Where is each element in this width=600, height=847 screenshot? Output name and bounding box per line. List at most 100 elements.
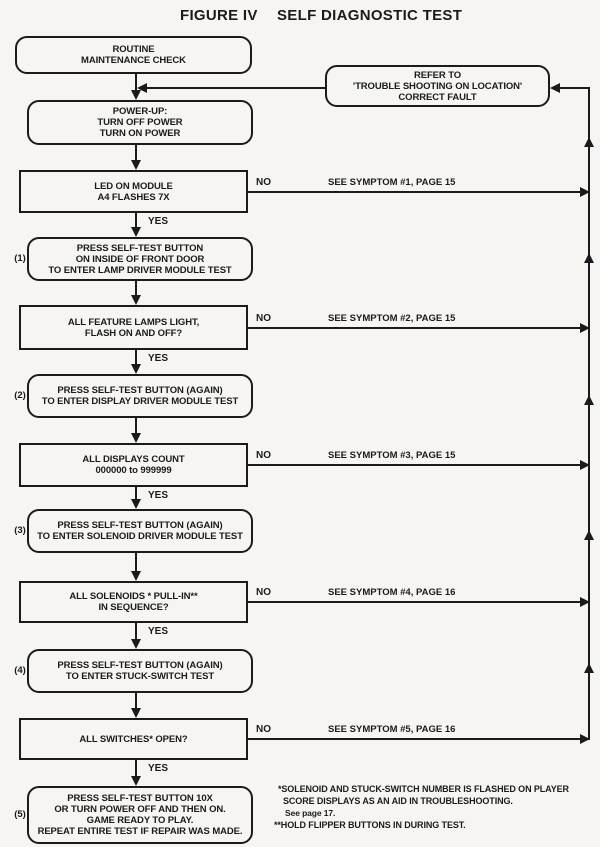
footnote-line: **HOLD FLIPPER BUTTONS IN DURING TEST. — [274, 820, 466, 830]
node-text-line: TO ENTER LAMP DRIVER MODULE TEST — [48, 264, 232, 276]
step-number-5: (5) — [14, 809, 26, 820]
no-branch-line — [248, 601, 580, 603]
node-text-line: PRESS SELF-TEST BUTTON (AGAIN) — [57, 660, 223, 671]
connector-line — [135, 145, 137, 161]
node-text-line: GAME READY TO PLAY. — [86, 815, 194, 826]
refer-feedback-line — [147, 87, 325, 89]
node-text-line: A4 FLASHES 7X — [97, 191, 170, 203]
arrowhead-up — [584, 395, 594, 405]
footnote-line: SCORE DISPLAYS AS AN AID IN TROUBLESHOOT… — [283, 796, 513, 806]
node-text-line: MAINTENANCE CHECK — [81, 55, 186, 66]
arrowhead-down — [131, 364, 141, 374]
connector-line — [135, 623, 137, 640]
node-text-line: TURN ON POWER — [99, 128, 181, 139]
no-label: NO — [256, 177, 271, 188]
node-text-line: ALL SWITCHES* OPEN? — [79, 733, 188, 745]
node-text-line: REFER TO — [413, 69, 462, 81]
node-text-line: ON INSIDE OF FRONT DOOR — [75, 253, 205, 265]
arrowhead-down — [131, 776, 141, 786]
node-lamps: ALL FEATURE LAMPS LIGHT,FLASH ON AND OFF… — [19, 305, 248, 350]
arrowhead-right — [580, 597, 590, 607]
arrowhead-down — [131, 639, 141, 649]
no-label: NO — [256, 587, 271, 598]
node-switches: ALL SWITCHES* OPEN? — [19, 718, 248, 760]
node-text-line: PRESS SELF-TEST BUTTON — [76, 242, 204, 254]
collector-rail — [588, 87, 590, 740]
node-solenoids: ALL SOLENOIDS * PULL-IN**IN SEQUENCE? — [19, 581, 248, 623]
node-text-line: PRESS SELF-TEST BUTTON (AGAIN) — [57, 520, 223, 531]
yes-label: YES — [148, 490, 169, 501]
connector-line — [135, 213, 137, 228]
node-text-line: TO ENTER SOLENOID DRIVER MODULE TEST — [37, 531, 243, 542]
node-text-line: TO ENTER DISPLAY DRIVER MODULE TEST — [41, 396, 239, 407]
arrowhead-down — [131, 499, 141, 509]
node-step2: PRESS SELF-TEST BUTTON (AGAIN)TO ENTER D… — [27, 374, 253, 418]
no-branch-line — [248, 327, 580, 329]
arrowhead-right — [580, 734, 590, 744]
step-number-3: (3) — [14, 525, 26, 536]
figure-label: FIGURE IV — [180, 7, 258, 24]
node-text-line: ALL DISPLAYS COUNT — [82, 454, 185, 465]
node-step3: PRESS SELF-TEST BUTTON (AGAIN)TO ENTER S… — [27, 509, 253, 553]
node-text-line: ROUTINE — [112, 44, 155, 55]
arrowhead-down — [131, 90, 141, 100]
connector-line — [135, 418, 137, 434]
node-text-line: POWER-UP: — [112, 106, 168, 117]
no-label: NO — [256, 724, 271, 735]
no-branch-line — [248, 191, 580, 193]
connector-line — [135, 553, 137, 572]
connector-line — [135, 487, 137, 500]
connector-line — [135, 74, 137, 91]
arrowhead-right — [580, 323, 590, 333]
arrowhead-left — [137, 83, 147, 93]
arrowhead-down — [131, 295, 141, 305]
node-text-line: PRESS SELF-TEST BUTTON 10X — [67, 793, 213, 804]
connector-line — [135, 281, 137, 296]
connector-line — [135, 350, 137, 365]
step-number-2: (2) — [14, 390, 26, 401]
arrowhead-right — [580, 187, 590, 197]
arrowhead-up — [584, 253, 594, 263]
arrowhead-right — [580, 460, 590, 470]
node-text-line: FLASH ON AND OFF? — [84, 327, 183, 339]
node-text-line: LED ON MODULE — [94, 180, 173, 192]
yes-label: YES — [148, 216, 169, 227]
node-step4: PRESS SELF-TEST BUTTON (AGAIN)TO ENTER S… — [27, 649, 253, 693]
node-text-line: OR TURN POWER OFF AND THEN ON. — [54, 804, 226, 815]
yes-label: YES — [148, 353, 169, 364]
node-text-line: ALL FEATURE LAMPS LIGHT, — [67, 316, 200, 328]
symptom-label: SEE SYMPTOM #2, PAGE 15 — [328, 313, 456, 324]
node-text-line: ALL SOLENOIDS * PULL-IN** — [69, 591, 198, 602]
node-text-line: PRESS SELF-TEST BUTTON (AGAIN) — [57, 385, 223, 396]
no-label: NO — [256, 450, 271, 461]
node-refer: REFER TO'TROUBLE SHOOTING ON LOCATION'CO… — [325, 65, 550, 107]
symptom-label: SEE SYMPTOM #4, PAGE 16 — [328, 587, 456, 598]
arrowhead-down — [131, 571, 141, 581]
arrowhead-down — [131, 227, 141, 237]
node-text-line: 000000 to 999999 — [95, 465, 172, 476]
yes-label: YES — [148, 626, 169, 637]
arrowhead-down — [131, 708, 141, 718]
arrowhead-up — [584, 530, 594, 540]
node-text-line: CORRECT FAULT — [398, 91, 477, 103]
connector-line — [135, 693, 137, 709]
no-branch-line — [248, 464, 580, 466]
footnote-line: See page 17. — [285, 808, 336, 818]
rail-to-refer-line — [560, 87, 590, 89]
arrowhead-down — [131, 160, 141, 170]
no-label: NO — [256, 313, 271, 324]
symptom-label: SEE SYMPTOM #1, PAGE 15 — [328, 177, 456, 188]
node-text-line: TO ENTER STUCK-SWITCH TEST — [65, 671, 215, 682]
page-title: SELF DIAGNOSTIC TEST — [277, 7, 463, 24]
node-text-line: TURN OFF POWER — [97, 117, 183, 128]
connector-line — [135, 760, 137, 777]
step-number-4: (4) — [14, 665, 26, 676]
step-number-1: (1) — [14, 253, 26, 264]
